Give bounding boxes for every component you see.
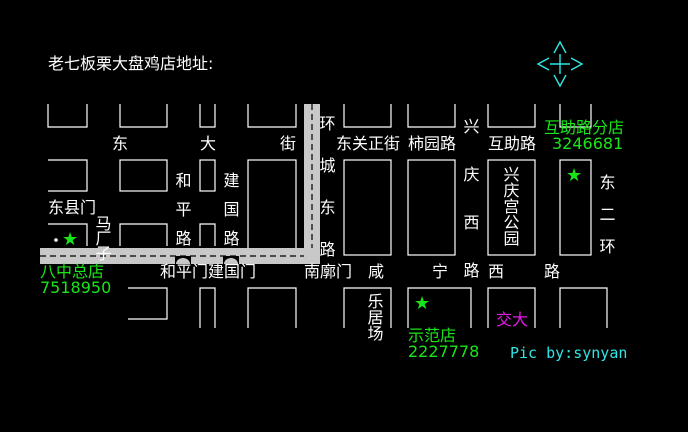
store-phone-huzhu: 3246681 bbox=[552, 134, 624, 153]
map-title: 老七板栗大盘鸡店地址: bbox=[48, 54, 214, 73]
park-label-xingqinggong: 兴庆宫公园 bbox=[503, 165, 520, 248]
compass-icon bbox=[536, 40, 584, 88]
store-name-shifan: 示范店 bbox=[408, 326, 457, 345]
road-label-dongguanzhengjie: 东关正街 bbox=[336, 134, 401, 153]
store-name-huzhu: 互助路分店 bbox=[544, 118, 625, 137]
road-label-maguangzi: 马厂子 bbox=[95, 214, 112, 263]
road-label-xingqingxilu: 兴庆西路 bbox=[463, 117, 480, 280]
road-label-hepinglu: 和平路 bbox=[175, 171, 192, 248]
store-name-bazhong: 八中总店 bbox=[40, 262, 105, 281]
gate-label-nanlangmen: 南廓门 bbox=[304, 262, 353, 281]
star-icon: ★ bbox=[566, 165, 583, 186]
landmark-jiaoda: 交大 bbox=[496, 310, 529, 329]
road-label-dongdajie-3: 街 bbox=[280, 134, 297, 153]
road-label-xianning-2: 宁 bbox=[432, 262, 449, 281]
road-label-huanchengdonglu: 环城东路 bbox=[319, 114, 336, 259]
star-icon: ★ bbox=[414, 293, 431, 314]
road-label-xianning-4: 路 bbox=[544, 262, 561, 281]
city-blocks bbox=[47, 104, 608, 328]
location-dot bbox=[54, 238, 58, 242]
credit-text: Pic by:synyan bbox=[510, 344, 628, 362]
star-icon: ★ bbox=[62, 229, 79, 250]
road-label-dongdajie-1: 东 bbox=[112, 134, 129, 153]
store-phone-bazhong: 7518950 bbox=[40, 278, 112, 297]
road-label-lejuchang: 乐居场 bbox=[367, 292, 384, 343]
road-label-dongdajie-2: 大 bbox=[200, 134, 217, 153]
road-label-dongxianmen: 东县门 bbox=[48, 198, 97, 217]
road-label-dongerhuan: 东二环 bbox=[599, 173, 616, 256]
road-label-xianning-1: 咸 bbox=[368, 262, 385, 281]
store-phone-shifan: 2227778 bbox=[408, 342, 480, 361]
gate-label-hepingmen: 和平门 bbox=[160, 262, 209, 281]
city-wall-road bbox=[40, 104, 320, 264]
road-label-shiyuanlu: 柿园路 bbox=[408, 134, 457, 153]
road-label-jianguolu: 建国路 bbox=[223, 171, 240, 248]
road-label-huzhulu: 互助路 bbox=[488, 134, 537, 153]
gate-label-jianguomen: 建国门 bbox=[208, 262, 257, 281]
road-label-xianning-3: 西 bbox=[488, 262, 505, 281]
